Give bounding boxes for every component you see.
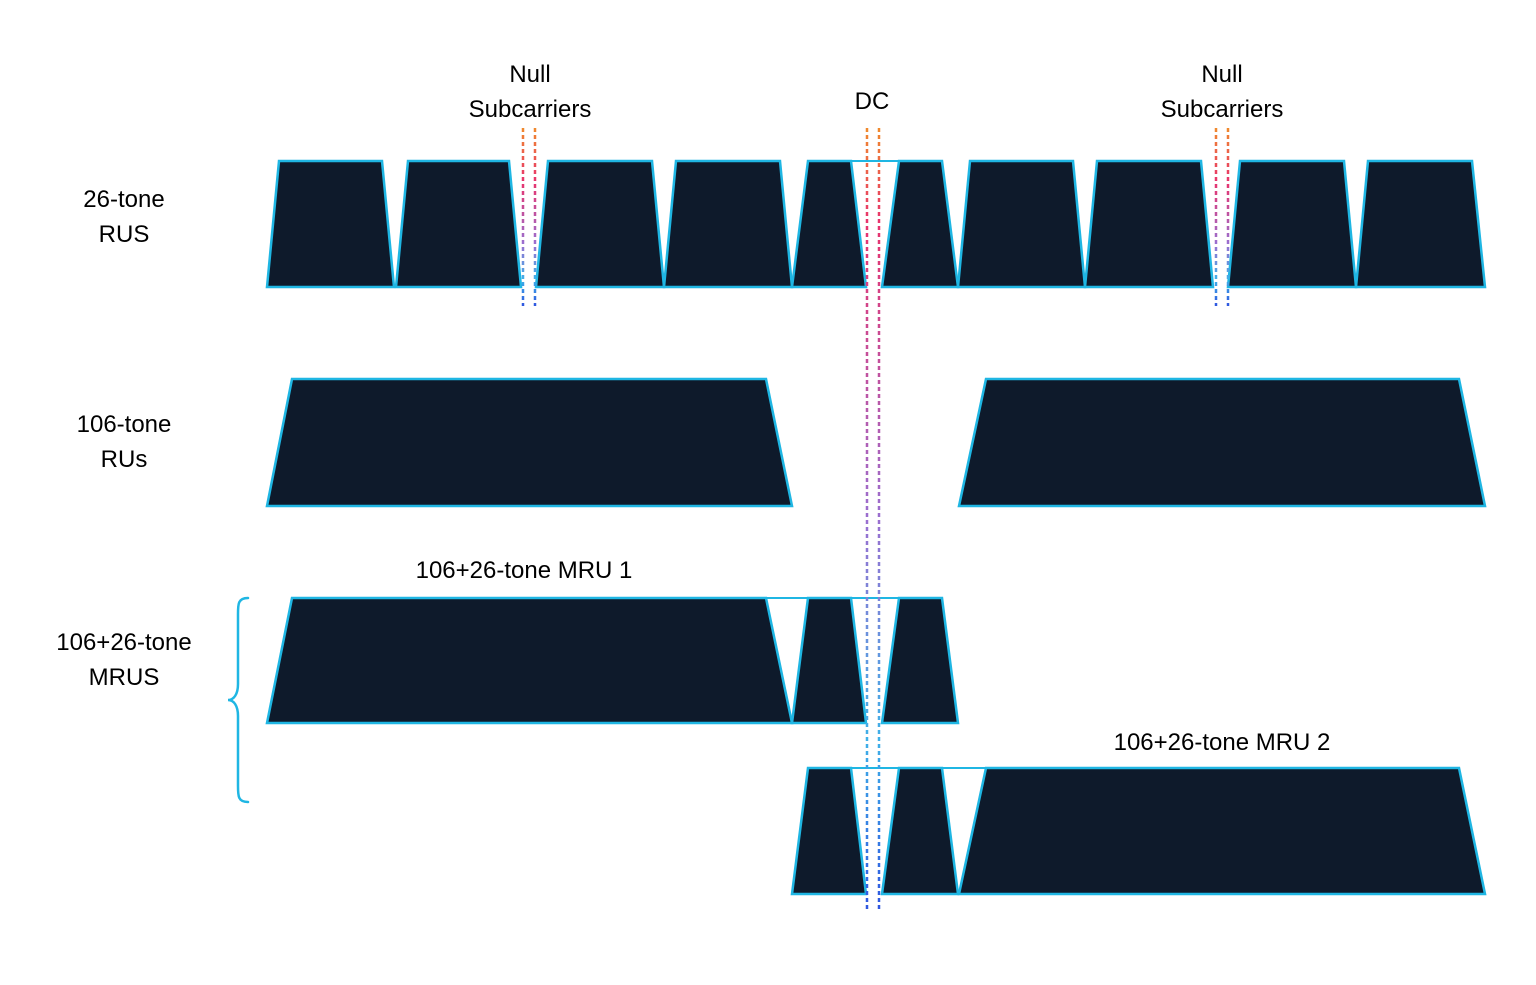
null-subcarriers-right-label-line1: Null <box>1201 61 1242 88</box>
null-subcarriers-left-markers <box>521 128 537 306</box>
mru-group-brace <box>227 596 250 804</box>
null-subcarriers-left-label-line2: Subcarriers <box>469 96 592 123</box>
dc-label: DC <box>855 88 890 115</box>
mru-1-26-block-b <box>880 596 960 725</box>
mru-2-label: 106+26-tone MRU 2 <box>1114 729 1331 756</box>
mru-1-26-block-a <box>790 596 868 725</box>
ru-26-block-6 <box>880 159 960 289</box>
mru-2-106-block <box>957 766 1487 896</box>
ru-26-block-1 <box>265 159 396 289</box>
ru-106-block-1 <box>265 377 794 508</box>
row-26-tone-rus <box>265 159 1487 289</box>
ru-26-block-3 <box>534 159 666 289</box>
row-26-tone-label-line2: RUS <box>99 221 150 248</box>
ru-26-block-9 <box>1226 159 1358 289</box>
ru-26-block-5 <box>790 159 868 289</box>
ru-26-block-7 <box>956 159 1087 289</box>
ru-26-block-2 <box>394 159 523 289</box>
mru-1 <box>265 596 960 725</box>
mru-2-26-block-b <box>880 766 960 896</box>
row-mru-label-line2: MRUS <box>89 664 160 691</box>
row-106-tone-label-line2: RUs <box>101 446 148 473</box>
dc-markers <box>865 128 881 912</box>
ru-106-block-2 <box>957 377 1487 508</box>
mru-1-106-block <box>265 596 794 725</box>
ru-26-block-10 <box>1354 159 1487 289</box>
row-106-tone-label-line1: 106-tone <box>77 411 172 438</box>
null-subcarriers-left-label-line1: Null <box>509 61 550 88</box>
row-mru-label-line1: 106+26-tone <box>56 629 191 656</box>
mru-2 <box>790 766 1487 896</box>
ru-26-block-4 <box>662 159 794 289</box>
ru-26-block-8 <box>1083 159 1215 289</box>
null-subcarriers-right-label-line2: Subcarriers <box>1161 96 1284 123</box>
row-26-tone-label-line1: 26-tone <box>83 186 164 213</box>
mru-1-label: 106+26-tone MRU 1 <box>416 557 633 584</box>
null-subcarriers-right-markers <box>1214 128 1230 306</box>
row-106-tone-rus <box>265 377 1487 508</box>
mru-2-26-block-a <box>790 766 868 896</box>
